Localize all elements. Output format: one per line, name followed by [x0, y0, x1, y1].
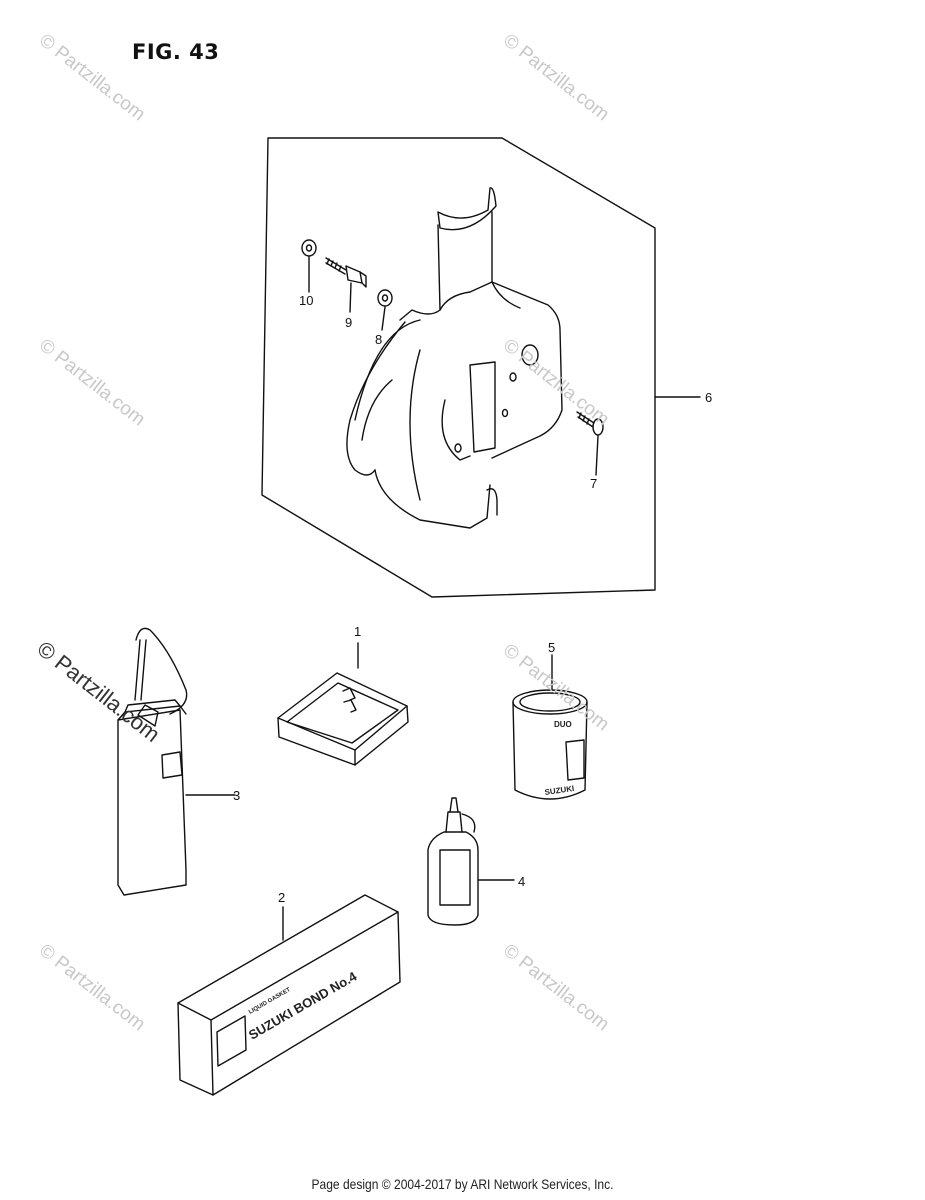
callout-8[interactable]: 8: [375, 332, 382, 347]
bottle-4: [427, 797, 515, 926]
callout-9[interactable]: 9: [345, 315, 352, 330]
screw-7: [576, 411, 604, 436]
callout-3[interactable]: 3: [233, 788, 240, 803]
callout-4[interactable]: 4: [518, 874, 525, 889]
bond-package-2: [177, 894, 401, 1096]
box-1: [277, 642, 409, 766]
bolt-9: [325, 257, 367, 288]
figure-title: FIG. 43: [132, 40, 220, 64]
callout-5[interactable]: 5: [548, 640, 555, 655]
can-brand-label: SUZUKI: [544, 784, 575, 797]
callout-2[interactable]: 2: [278, 890, 285, 905]
page-footer: Page design © 2004-2017 by ARI Network S…: [311, 1176, 614, 1192]
washer-8: [377, 289, 393, 307]
can-top-label: DUO: [554, 720, 572, 729]
callout-7[interactable]: 7: [590, 476, 597, 491]
callout-6[interactable]: 6: [705, 390, 712, 405]
washer-10: [301, 239, 317, 257]
oil-can-3: [117, 627, 236, 896]
bracket-cover: [346, 187, 563, 529]
assembly-boundary: [261, 137, 656, 598]
callout-10[interactable]: 10: [299, 293, 313, 308]
can-5: [512, 654, 588, 800]
callout-1[interactable]: 1: [354, 624, 361, 639]
